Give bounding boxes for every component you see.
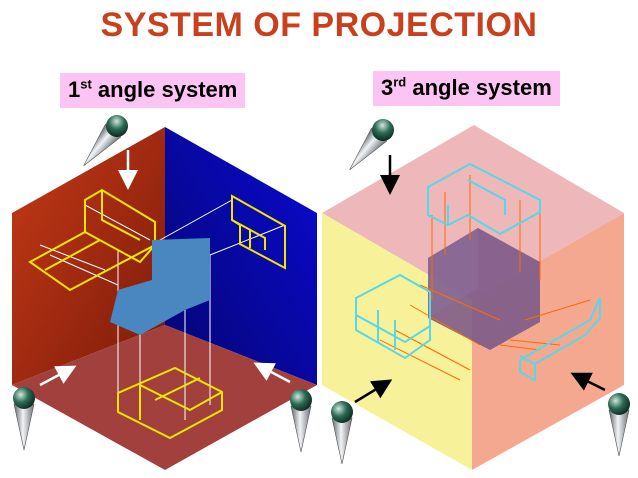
arrow-icon [39,365,77,387]
first-angle-label: 1st angle system [60,73,246,108]
first-angle-num: 1 [68,77,81,102]
third-angle-label: 3rd angle system [373,71,560,106]
first-view-outlines [28,188,286,440]
eye-cone-icon [12,386,36,451]
eye-cone-icon [330,400,354,465]
third-top-face [322,125,624,300]
arrow-icon [570,372,606,392]
first-projector-lines [39,199,286,420]
third-right-face [472,213,624,470]
third-angle-box [322,125,624,470]
first-angle-sup: st [80,76,92,92]
arrow-icon [253,362,291,384]
third-view-outlines [355,162,601,382]
eye-cone-icon [289,388,313,453]
third-angle-num: 3 [381,75,394,100]
third-projector-lines [379,175,591,381]
third-angle-rest: angle system [406,75,552,100]
first-angle-box [12,127,317,470]
eye-cone-icon [607,392,631,457]
arrows [39,150,606,404]
first-angle-rest: angle system [91,77,238,102]
third-left-face [322,213,472,470]
first-object [110,238,210,335]
arrow-icon [354,379,393,404]
first-right-wall [165,127,317,385]
third-angle-sup: rd [393,74,407,90]
page-title: SYSTEM OF PROJECTION [100,6,538,44]
